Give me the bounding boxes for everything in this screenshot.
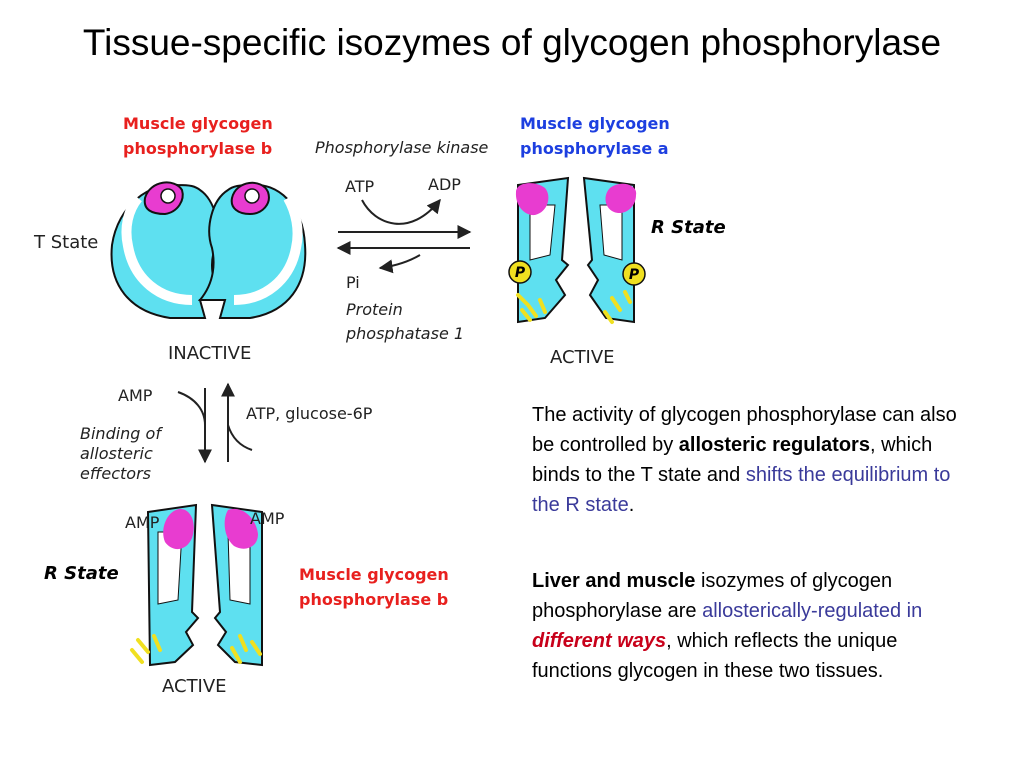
p1-text1: The activity of glycogen phosphorylase c… bbox=[532, 404, 957, 456]
allosteric-label: Binding of allosteric effectors bbox=[80, 424, 161, 484]
r-state-right-label: R State bbox=[651, 217, 726, 238]
muscle-b-bottom-line1: Muscle glycogen bbox=[299, 565, 449, 584]
r-state-bottom-label: R State bbox=[44, 563, 119, 584]
allosteric-arrows bbox=[177, 382, 253, 464]
p1-text2: , which binds to the T state and bbox=[532, 434, 933, 486]
muscle-b-bottom-line2: phosphorylase b bbox=[299, 590, 449, 609]
phosphate-badge-left: P bbox=[514, 265, 526, 281]
p1-text3: . bbox=[628, 494, 635, 516]
t-state-label: T State bbox=[34, 232, 99, 253]
p1-highlight: shifts the equilibrium to the R state bbox=[532, 464, 951, 516]
slide-title: Tissue-specific isozymes of glycogen pho… bbox=[82, 22, 942, 63]
active-bottom-label: ACTIVE bbox=[162, 676, 227, 697]
muscle-a-line2: phosphorylase a bbox=[520, 139, 669, 158]
muscle-b-bottom-label: Muscle glycogen phosphorylase b bbox=[299, 562, 449, 612]
reaction-arrows bbox=[336, 198, 472, 274]
phosphatase-label: Protein phosphatase 1 bbox=[346, 298, 464, 346]
phosphate-badge-right: P bbox=[628, 267, 640, 283]
p2-highlight: allosterically-regulated in bbox=[702, 600, 923, 622]
atp-label: ATP bbox=[345, 177, 375, 196]
inactive-label: INACTIVE bbox=[168, 343, 252, 364]
amp-left-label: AMP bbox=[125, 513, 160, 532]
pi-label: Pi bbox=[346, 273, 360, 292]
p2-text1: isozymes of glycogen phosphorylase are bbox=[532, 570, 893, 622]
p2-text2: , which reflects the unique functions gl… bbox=[532, 630, 898, 682]
muscle-b-top-line2: phosphorylase b bbox=[123, 139, 273, 158]
p2-bold: Liver and muscle bbox=[532, 570, 696, 592]
p2-emphasis: different ways bbox=[532, 630, 667, 652]
allosteric-line2: allosteric bbox=[80, 444, 153, 463]
paragraph-allosteric: The activity of glycogen phosphorylase c… bbox=[532, 400, 982, 520]
phosphatase-line2: phosphatase 1 bbox=[346, 324, 465, 343]
muscle-a-label: Muscle glycogen phosphorylase a bbox=[520, 111, 670, 161]
adp-label: ADP bbox=[428, 175, 461, 194]
phosphatase-line1: Protein bbox=[346, 300, 403, 319]
muscle-b-top-label: Muscle glycogen phosphorylase b bbox=[123, 111, 273, 161]
p1-bold: allosteric regulators bbox=[678, 434, 870, 456]
muscle-b-top-line1: Muscle glycogen bbox=[123, 114, 273, 133]
amp-right-label: AMP bbox=[250, 509, 285, 528]
allosteric-line3: effectors bbox=[80, 464, 152, 483]
kinase-label: Phosphorylase kinase bbox=[315, 138, 489, 157]
active-enzyme-shape-amp bbox=[130, 503, 263, 667]
allosteric-line1: Binding of bbox=[80, 424, 161, 443]
atp-g6p-label: ATP, glucose-6P bbox=[246, 404, 373, 423]
active-right-label: ACTIVE bbox=[550, 347, 615, 368]
muscle-a-line1: Muscle glycogen bbox=[520, 114, 670, 133]
inactive-enzyme-shape bbox=[110, 181, 307, 319]
paragraph-isozymes: Liver and muscle isozymes of glycogen ph… bbox=[532, 566, 982, 686]
amp-arrow-label: AMP bbox=[118, 386, 153, 405]
active-enzyme-shape-phospho bbox=[508, 176, 646, 324]
